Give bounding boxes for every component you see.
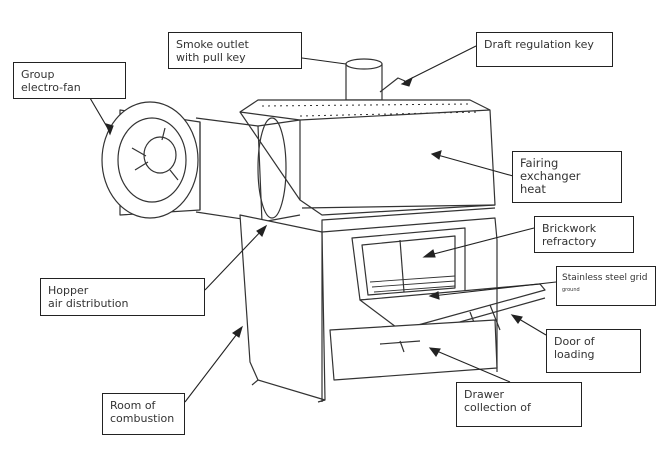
label-text: Draft regulation key (484, 38, 594, 51)
label-text: loading (554, 348, 595, 361)
label-text: with pull key (176, 51, 246, 64)
arrow-draft (400, 76, 414, 87)
label-text: Brickwork (542, 222, 597, 235)
legs (321, 232, 498, 402)
leader-draft (403, 45, 477, 83)
label-drawer: Drawer collection of (456, 382, 582, 427)
drawer-shape (329, 319, 498, 381)
label-hopper: Hopper air distribution (40, 278, 205, 316)
label-text: Smoke outlet (176, 38, 249, 51)
label-text: Stainless steel grid (562, 273, 648, 283)
label-text: ground (562, 287, 580, 293)
label-smoke-outlet: Smoke outlet with pull key (168, 32, 302, 69)
label-text: Group (21, 68, 55, 81)
label-text: exchanger (520, 169, 581, 183)
leader-brickwork (425, 227, 535, 257)
label-draft-key: Draft regulation key (476, 32, 613, 67)
arrow-hopper (256, 224, 268, 237)
leader-hopper (204, 227, 265, 291)
vent-holes (261, 103, 481, 117)
label-text: Drawer (464, 388, 505, 401)
leader-combustion (184, 329, 241, 403)
arrow-fairing (430, 150, 442, 160)
label-text: refractory (542, 235, 597, 248)
arrow-combustion (232, 325, 243, 338)
label-text: electro-fan (21, 81, 81, 94)
label-text: air distribution (48, 297, 129, 310)
label-door: Door of loading (546, 329, 641, 373)
combustion-body (239, 207, 498, 403)
arrow-brickwork (422, 249, 436, 258)
label-text: Room of (110, 399, 156, 412)
grid-lines (369, 275, 456, 293)
leader-smoke (301, 57, 347, 65)
label-text: Hopper (48, 284, 89, 297)
chimney-outlet (345, 58, 406, 101)
arrow-fan (105, 123, 114, 136)
label-fairing: Fairing exchanger heat (512, 151, 622, 203)
label-combustion-room: Room of combustion (102, 393, 185, 435)
label-text: Door of (554, 335, 595, 348)
label-text: combustion (110, 412, 175, 425)
leader-fairing (433, 153, 514, 177)
leader-grid (431, 281, 557, 297)
label-text: collection of (464, 401, 531, 414)
label-brickwork: Brickwork refractory (534, 216, 634, 253)
label-text: Fairing (520, 156, 559, 170)
fairing-housing (239, 99, 496, 216)
arrow-door (510, 314, 523, 324)
label-grid: Stainless steel grid ground (556, 266, 656, 306)
arrow-drawer (428, 347, 441, 357)
label-text: heat (520, 182, 546, 196)
label-electro-fan: Group electro-fan (13, 62, 126, 99)
arrow-grid (428, 291, 440, 300)
leader-drawer (431, 348, 511, 383)
